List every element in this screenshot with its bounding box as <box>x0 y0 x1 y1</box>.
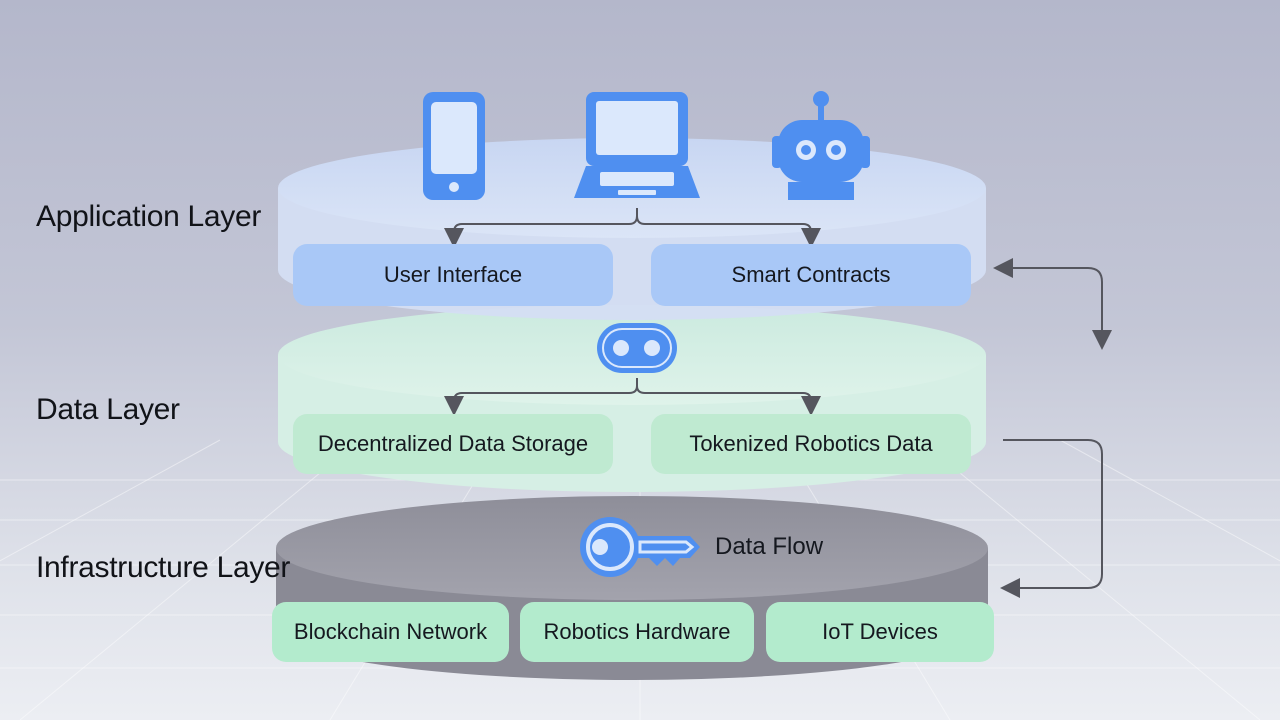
data-flow-label: Data Flow <box>715 533 824 560</box>
tokenized-robotics-data-box: Tokenized Robotics Data <box>651 414 971 474</box>
blockchain-network-box: Blockchain Network <box>272 602 509 662</box>
data-layer-label: Data Layer <box>36 393 180 426</box>
data-branch-arrows <box>444 378 821 416</box>
robot-icon <box>772 91 870 200</box>
smartphone-icon <box>423 92 485 200</box>
application-branch-arrows <box>444 208 821 248</box>
robot-eyes-icon <box>597 323 677 373</box>
decentralized-data-storage-box: Decentralized Data Storage <box>293 414 613 474</box>
user-interface-box: User Interface <box>293 244 613 306</box>
robotics-hardware-box: Robotics Hardware <box>520 602 754 662</box>
smart-contracts-box: Smart Contracts <box>651 244 971 306</box>
side-flow-arrows <box>993 258 1112 598</box>
iot-devices-box: IoT Devices <box>766 602 994 662</box>
application-layer-label: Application Layer <box>36 200 262 233</box>
laptop-icon <box>574 92 700 198</box>
infrastructure-layer-label: Infrastructure Layer <box>36 551 291 584</box>
key-icon <box>580 517 700 577</box>
